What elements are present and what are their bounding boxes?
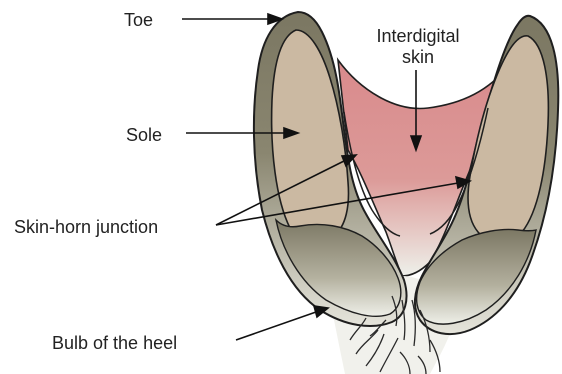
label-bulb-of-heel: Bulb of the heel	[52, 333, 177, 353]
label-skin-horn-junction: Skin-horn junction	[14, 217, 158, 237]
label-interdigital-line2: skin	[402, 47, 434, 67]
label-interdigital-line1: Interdigital	[376, 26, 459, 46]
label-toe: Toe	[124, 10, 153, 30]
left-sole	[272, 30, 349, 242]
label-sole: Sole	[126, 125, 162, 145]
